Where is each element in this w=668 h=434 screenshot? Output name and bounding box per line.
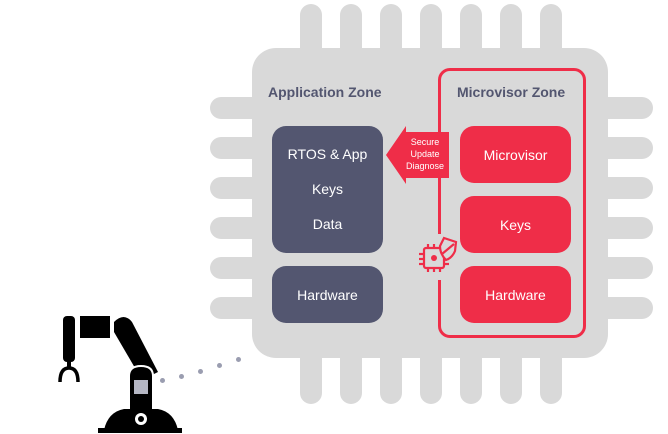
- connection-dot: [160, 378, 165, 383]
- mv-microvisor-box: Microvisor: [460, 126, 571, 183]
- connection-dot: [198, 369, 203, 374]
- arrow-line-update: Update: [410, 149, 440, 159]
- secure-update-arrow: [386, 126, 449, 184]
- app-hardware-box: Hardware: [272, 266, 383, 323]
- chip-shield-icon: [414, 234, 460, 280]
- mv-hardware-box: Hardware: [460, 266, 571, 323]
- connection-dot: [217, 363, 222, 368]
- app-data-label: Data: [312, 216, 343, 232]
- connection-dot: [179, 374, 184, 379]
- secure-update-label: Secure Update Diagnose: [400, 136, 450, 172]
- arrow-line-diagnose: Diagnose: [405, 161, 445, 171]
- microvisor-zone-title: Microvisor Zone: [457, 84, 566, 100]
- connection-dot: [236, 357, 241, 362]
- app-rtos-label: RTOS & App: [287, 146, 368, 162]
- app-rtos-box: RTOS & App Keys Data: [272, 126, 383, 253]
- app-keys-label: Keys: [311, 181, 344, 197]
- application-zone-title: Application Zone: [268, 84, 382, 100]
- mv-keys-box: Keys: [460, 196, 571, 253]
- microvisor-zone-frame: [438, 68, 586, 338]
- robot-arm-icon: [58, 316, 182, 433]
- arrow-line-secure: Secure: [410, 137, 440, 147]
